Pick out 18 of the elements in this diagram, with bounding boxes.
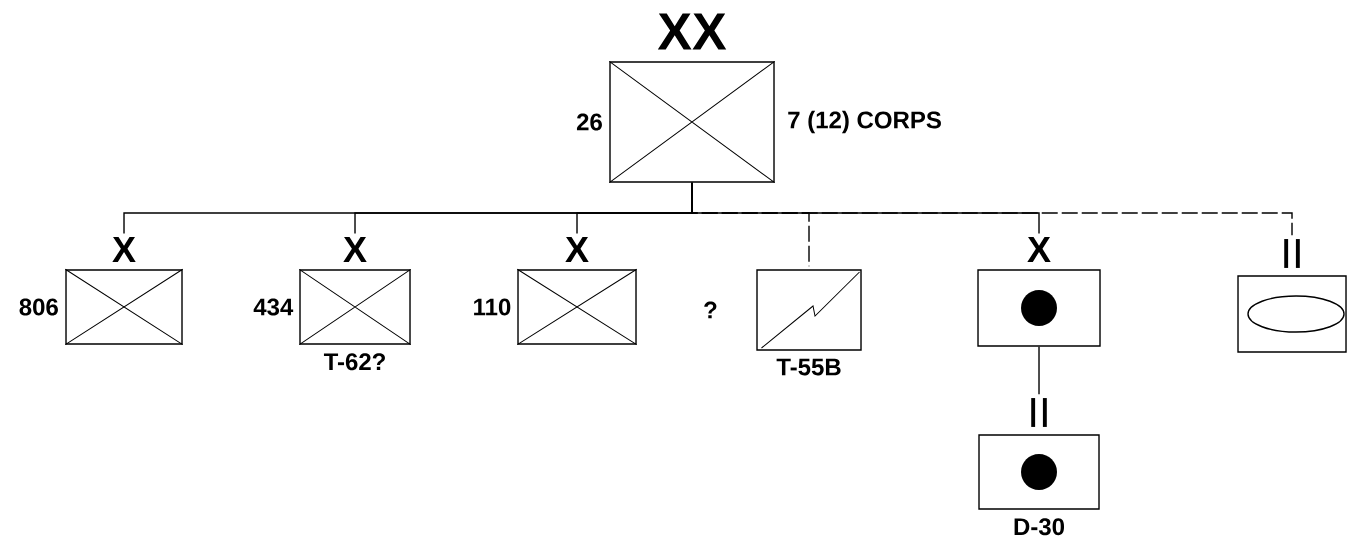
echelon-label: X xyxy=(112,237,136,262)
echelon-label: X xyxy=(1027,237,1051,262)
unit-label: T-55B xyxy=(776,358,841,376)
unit-label: T-62? xyxy=(323,353,385,371)
unit-label: 7 (12) CORPS xyxy=(788,110,941,134)
unit-label: D-30 xyxy=(1014,518,1064,536)
unit-label: ? xyxy=(704,301,717,319)
connector-line xyxy=(1038,346,1040,396)
echelon-label: X xyxy=(565,237,589,262)
unit-label: 806 xyxy=(19,298,58,316)
echelon-label: II xyxy=(1031,398,1047,427)
echelon-label: II xyxy=(1284,239,1300,268)
echelon-label: X xyxy=(343,237,367,262)
unit-label: 110 xyxy=(474,298,511,316)
unit-label: 434 xyxy=(253,298,294,316)
echelon-label: XX xyxy=(657,13,727,50)
connector-line xyxy=(691,182,1293,237)
unit-label: 26 xyxy=(576,113,602,131)
